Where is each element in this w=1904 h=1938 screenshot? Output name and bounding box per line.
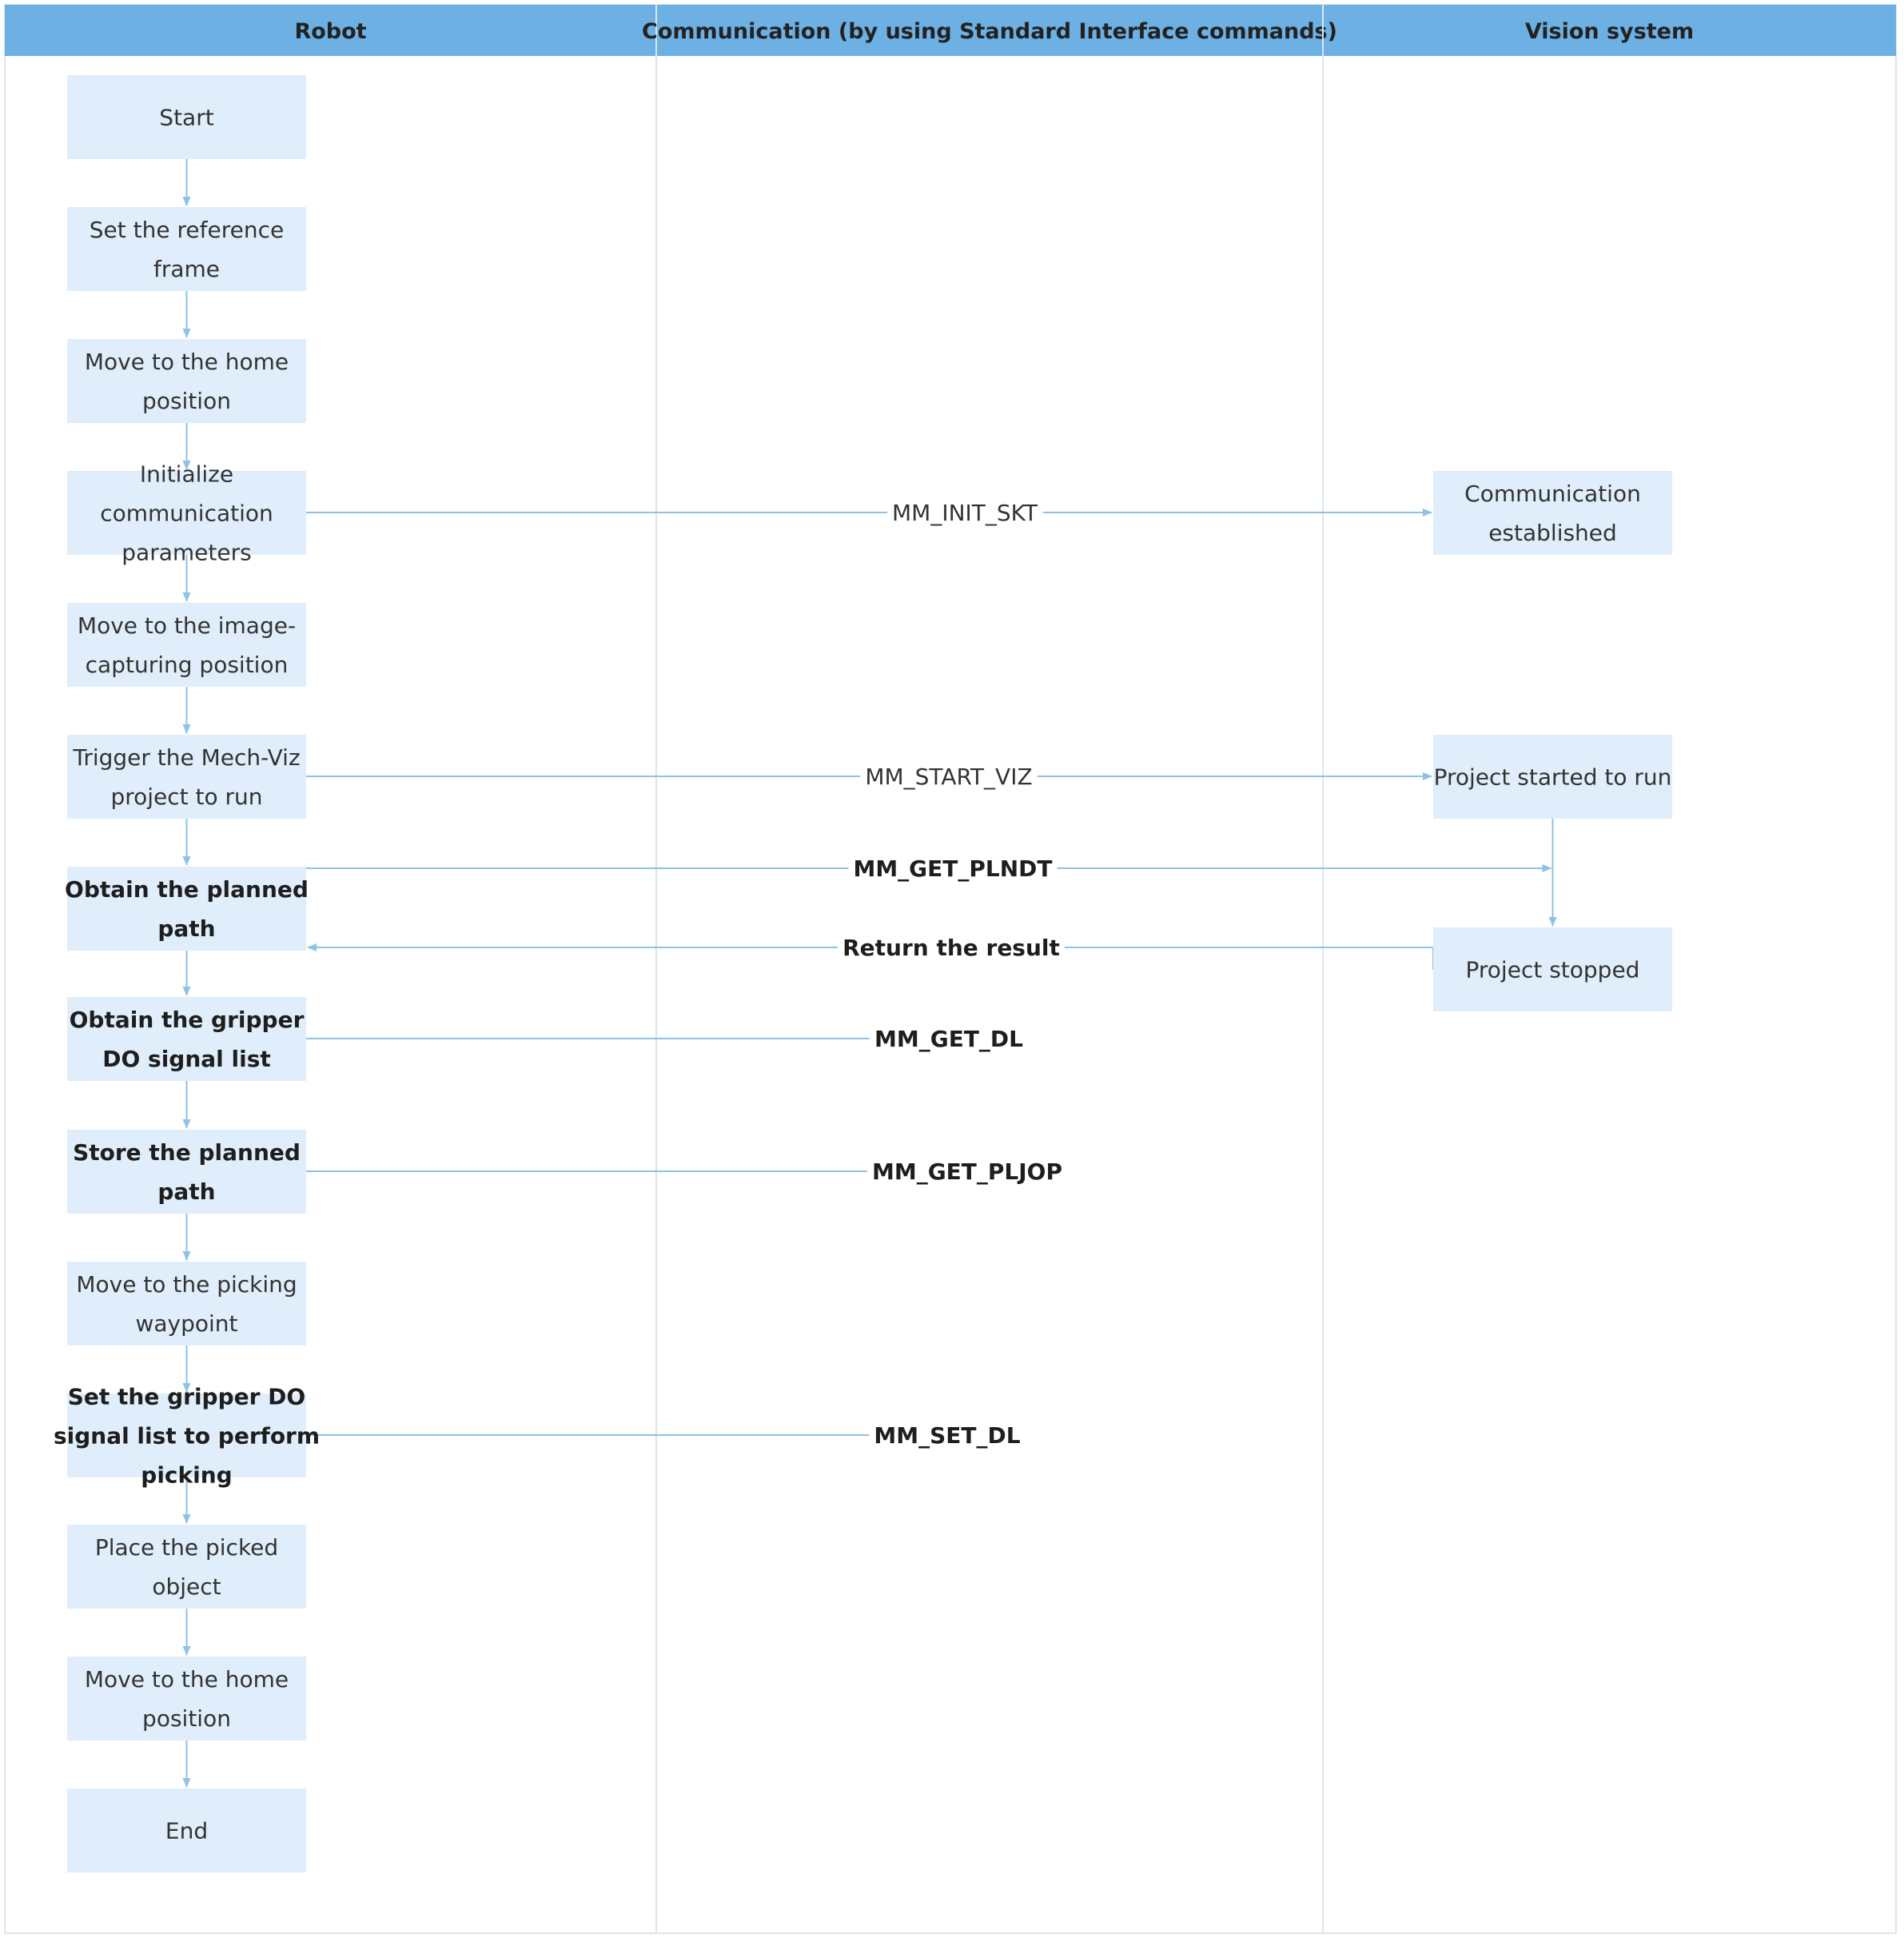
step-move-picking-waypoint: Move to the picking waypoint xyxy=(67,1262,306,1346)
step-label-line: Place the picked xyxy=(95,1534,278,1561)
step-start: Start xyxy=(67,75,306,159)
step-box xyxy=(67,1525,306,1609)
step-label-line: Obtain the gripper xyxy=(70,1007,305,1033)
step-comm-established: Communication established xyxy=(1433,471,1672,555)
step-set-do-list: Set the gripper DO signal list to perform… xyxy=(54,1384,320,1489)
lane-title-comm: Communication (by using Standard Interfa… xyxy=(642,19,1337,44)
message-label-mm-get-plndt: MM_GET_PLNDT xyxy=(853,855,1052,882)
step-label-line: Start xyxy=(159,105,213,131)
message-label-bg xyxy=(848,854,1058,883)
step-label-line: parameters xyxy=(121,540,251,566)
lane-header-band xyxy=(5,5,1896,56)
step-box xyxy=(67,997,306,1081)
step-box xyxy=(67,1262,306,1346)
step-box xyxy=(67,207,306,291)
step-box xyxy=(1433,735,1672,819)
step-box xyxy=(67,1394,306,1477)
lane-title-robot: Robot xyxy=(294,19,366,44)
message-label-mm-init-skt: MM_INIT_SKT xyxy=(892,500,1038,526)
message-label-return-result: Return the result xyxy=(842,935,1060,961)
step-obtain-do-list: Obtain the gripper DO signal list xyxy=(67,997,306,1081)
step-box xyxy=(1433,927,1672,1011)
step-box xyxy=(67,75,306,159)
step-move-home-2: Move to the home position xyxy=(67,1657,306,1741)
step-label-line: object xyxy=(152,1573,221,1600)
step-box xyxy=(67,867,306,951)
step-label-line: Move to the home xyxy=(85,349,289,375)
step-label-line: Move to the image- xyxy=(78,612,296,639)
lane-title-vision: Vision system xyxy=(1525,19,1694,44)
step-box xyxy=(67,339,306,423)
step-project-stopped: Project stopped xyxy=(1433,927,1672,1011)
step-label-line: picking xyxy=(141,1462,232,1489)
step-project-started: Project started to run xyxy=(1433,735,1672,819)
step-label-line: Set the reference xyxy=(90,217,284,243)
step-label-line: position xyxy=(142,388,231,414)
step-store-planned-path: Store the planned path xyxy=(67,1130,306,1214)
message-label-bg xyxy=(866,1157,1068,1186)
step-label-line: Store the planned xyxy=(73,1139,301,1166)
step-label-line: Move to the home xyxy=(85,1666,289,1693)
message-label-bg xyxy=(869,1421,1026,1450)
step-place-object: Place the picked object xyxy=(67,1525,306,1609)
step-box xyxy=(67,1130,306,1214)
step-label-line: DO signal list xyxy=(102,1046,271,1072)
step-move-home-1: Move to the home position xyxy=(67,339,306,423)
step-label-line: position xyxy=(142,1705,231,1732)
step-label-line: Obtain the planned xyxy=(65,876,309,903)
step-box xyxy=(67,471,306,555)
step-end: End xyxy=(67,1788,306,1872)
step-box xyxy=(1433,471,1672,555)
message-label-bg xyxy=(887,498,1043,528)
message-labels-layer: MM_INIT_SKT MM_START_VIZ MM_GET_PLNDT Retur… xyxy=(838,498,1068,1450)
message-label-mm-start-viz: MM_START_VIZ xyxy=(865,764,1032,790)
message-label-bg xyxy=(838,933,1065,963)
step-label-line: path xyxy=(157,915,215,942)
step-init-comm: Initialize communication parameters xyxy=(67,461,306,566)
step-label-line: Communication xyxy=(1464,481,1641,507)
step-box xyxy=(67,735,306,819)
step-label-line: frame xyxy=(153,256,220,282)
message-label-mm-set-dl: MM_SET_DL xyxy=(874,1422,1020,1449)
step-label-line: waypoint xyxy=(135,1310,237,1337)
step-label-line: project to run xyxy=(110,784,262,810)
message-label-bg xyxy=(860,762,1038,792)
step-label-line: Initialize xyxy=(140,461,233,488)
step-label-line: signal list to perform xyxy=(54,1423,320,1450)
message-label-mm-get-pljop: MM_GET_PLJOP xyxy=(872,1158,1062,1185)
step-label-line: Project started to run xyxy=(1434,764,1672,791)
step-set-reference-frame: Set the reference frame xyxy=(67,207,306,291)
step-label-line: End xyxy=(165,1818,208,1844)
step-label-line: Move to the picking xyxy=(76,1271,297,1298)
step-move-image-capture: Move to the image-capturing position xyxy=(67,603,306,687)
step-obtain-planned-path: Obtain the planned path xyxy=(65,867,309,951)
step-label-line: Set the gripper DO xyxy=(68,1384,305,1410)
step-box xyxy=(67,1657,306,1741)
message-label-bg xyxy=(869,1024,1029,1054)
connectors-layer xyxy=(182,159,1557,1788)
step-label-line: communication xyxy=(100,500,273,527)
step-label-line: path xyxy=(157,1178,215,1205)
step-label-line: Project stopped xyxy=(1466,957,1640,983)
message-label-mm-get-dl: MM_GET_DL xyxy=(874,1026,1023,1052)
step-box xyxy=(67,1788,306,1872)
step-label-line: Trigger the Mech-Viz xyxy=(72,744,300,771)
step-trigger-mechviz: Trigger the Mech-Viz project to run xyxy=(67,735,306,819)
step-label-line: capturing position xyxy=(86,652,289,678)
step-label-line: established xyxy=(1488,520,1617,546)
lanes-layer: Robot Communication (by using Standard In… xyxy=(4,4,1897,1934)
step-box xyxy=(67,603,306,687)
